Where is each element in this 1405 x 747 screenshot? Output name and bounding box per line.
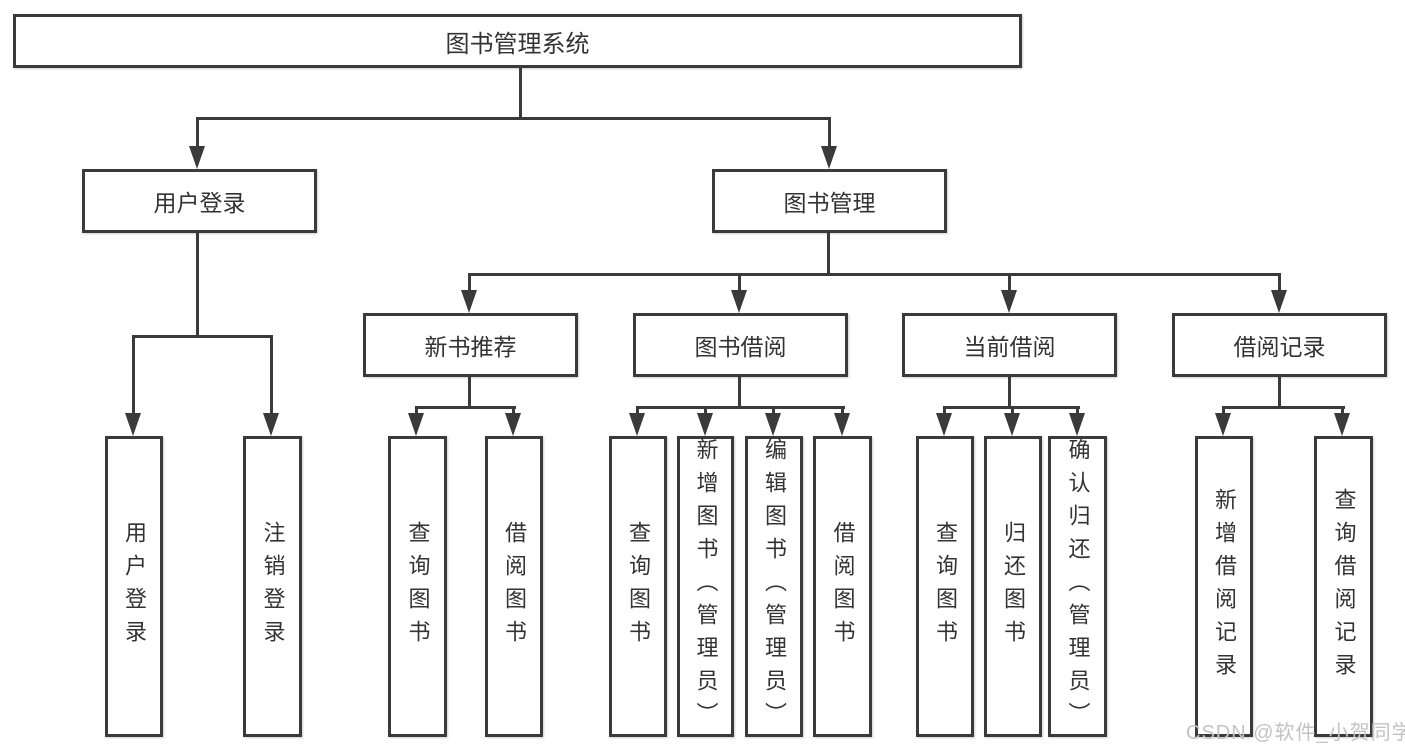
leaf-bb-edit-books: 编辑图书（管理员） [745, 436, 803, 737]
node-library-system-label: 图书管理系统 [445, 30, 590, 58]
arrow-down-icon [629, 413, 645, 436]
connector-to-book-borrowing [738, 273, 741, 295]
arrow-down-icon [1004, 413, 1020, 436]
node-borrowing-records: 借阅记录 [1172, 313, 1387, 377]
leaf-nbr-borrow-books: 借阅图书 [485, 436, 543, 737]
leaf-logout-label: 注销登录 [260, 520, 286, 653]
leaf-bb-edit-books-label: 编辑图书（管理员） [762, 438, 787, 735]
connector-root-drop [519, 68, 522, 119]
node-user-login-label: 用户登录 [153, 190, 246, 216]
arrow-down-icon [1215, 413, 1231, 436]
node-new-book-recommend: 新书推荐 [363, 313, 578, 377]
leaf-logout: 注销登录 [243, 436, 302, 737]
connector-bb-split [637, 406, 845, 409]
leaf-cb-confirm-return: 确认归还（管理员） [1048, 436, 1107, 737]
arrow-down-icon [1334, 413, 1350, 436]
node-book-borrowing-label: 图书借阅 [694, 334, 787, 360]
leaf-bb-query-books: 查询图书 [609, 436, 667, 737]
connector-to-book-management [828, 117, 831, 150]
arrow-down-icon [697, 413, 713, 436]
leaf-bb-borrow-books-label: 借阅图书 [830, 520, 856, 653]
connector-bb-drop [738, 377, 741, 409]
arrow-down-icon [1271, 290, 1287, 313]
arrow-down-icon [765, 413, 781, 436]
connector-book-management-drop [827, 233, 830, 276]
leaf-nbr-borrow-books-label: 借阅图书 [502, 520, 527, 653]
leaf-cb-return-books: 归还图书 [984, 436, 1042, 737]
connector-cb-drop [1008, 377, 1011, 409]
arrow-down-icon [1001, 290, 1017, 313]
arrow-down-icon [263, 413, 279, 436]
leaf-user-login: 用户登录 [105, 436, 163, 737]
node-library-system: 图书管理系统 [13, 14, 1022, 68]
connector-nbr-drop [468, 377, 471, 409]
arrow-down-icon [125, 413, 141, 436]
node-book-borrowing: 图书借阅 [633, 313, 848, 377]
leaf-bb-query-books-label: 查询图书 [626, 520, 651, 653]
arrow-down-icon [461, 290, 477, 313]
arrow-down-icon [731, 290, 747, 313]
leaf-br-query-record: 查询借阅记录 [1314, 436, 1373, 737]
connector-level1-split [197, 117, 831, 120]
connector-br-drop [1278, 377, 1281, 409]
arrow-down-icon [189, 146, 205, 169]
leaf-cb-query-books: 查询图书 [916, 436, 974, 737]
connector-to-user-login [196, 117, 199, 150]
leaf-br-add-record-label: 新增借阅记录 [1212, 487, 1237, 686]
node-new-book-recommend-label: 新书推荐 [424, 334, 517, 360]
leaf-br-add-record: 新增借阅记录 [1195, 436, 1253, 737]
connector-to-leaf-user-login [132, 335, 135, 417]
arrow-down-icon [821, 146, 837, 169]
leaf-bb-add-books: 新增图书（管理员） [677, 436, 734, 737]
leaf-nbr-query-books-label: 查询图书 [405, 520, 431, 653]
csdn-watermark: CSDN @软件_小贺同学 [1186, 722, 1405, 744]
arrow-down-icon [408, 413, 424, 436]
leaf-bb-borrow-books: 借阅图书 [813, 436, 872, 737]
leaf-br-query-record-label: 查询借阅记录 [1331, 487, 1357, 686]
arrow-down-icon [936, 413, 952, 436]
connector-nbr-split [416, 406, 516, 409]
leaf-bb-add-books-label: 新增图书（管理员） [693, 438, 719, 735]
node-user-login: 用户登录 [82, 169, 317, 233]
node-borrowing-records-label: 借阅记录 [1233, 334, 1326, 360]
connector-br-split [1223, 406, 1345, 409]
leaf-user-login-label: 用户登录 [122, 520, 147, 653]
leaf-cb-query-books-label: 查询图书 [933, 520, 958, 653]
node-book-management: 图书管理 [712, 169, 947, 233]
arrow-down-icon [505, 413, 521, 436]
connector-to-leaf-logout [270, 335, 273, 417]
arrow-down-icon [834, 413, 850, 436]
connector-to-current-borrowing [1008, 273, 1011, 295]
connector-user-login-drop [196, 233, 199, 338]
leaf-cb-confirm-return-label: 确认归还（管理员） [1065, 438, 1091, 735]
node-current-borrowing-label: 当前借阅 [963, 334, 1056, 360]
leaf-nbr-query-books: 查询图书 [388, 436, 447, 737]
connector-to-borrowing-records [1278, 273, 1281, 295]
node-book-management-label: 图书管理 [783, 190, 876, 216]
connector-level3-split [469, 273, 1281, 276]
arrow-down-icon [1069, 413, 1085, 436]
connector-user-login-split [133, 335, 273, 338]
leaf-cb-return-books-label: 归还图书 [1001, 520, 1026, 653]
node-current-borrowing: 当前借阅 [902, 313, 1117, 377]
connector-to-new-book-recommend [468, 273, 471, 295]
